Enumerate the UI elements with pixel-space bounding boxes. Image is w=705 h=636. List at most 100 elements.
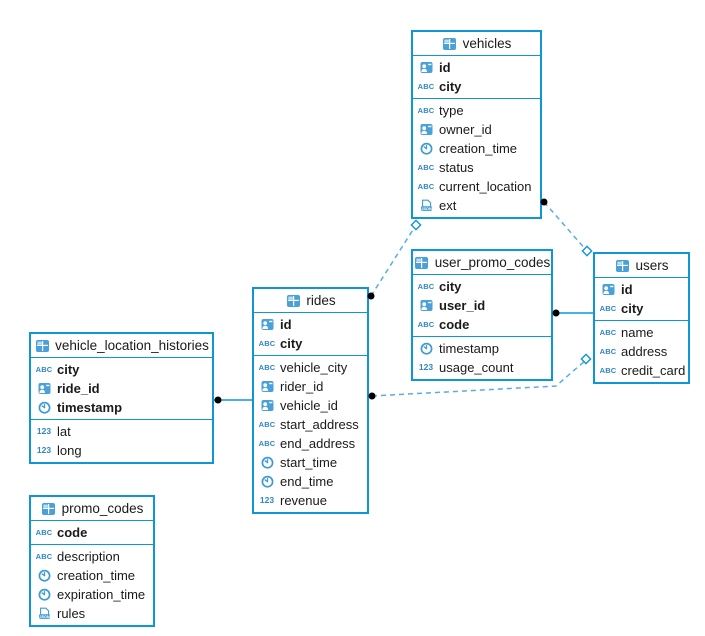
column-row-id[interactable]: id (254, 315, 367, 334)
column-name: city (439, 79, 462, 94)
column-row-vehicle_city[interactable]: ABC vehicle_city (254, 358, 367, 377)
column-name: rider_id (280, 379, 324, 394)
table-icon (414, 256, 430, 270)
column-name: owner_id (439, 122, 492, 137)
column-name: timestamp (57, 400, 123, 415)
clock-icon (418, 342, 434, 356)
column-row-start_time[interactable]: start_time (254, 453, 367, 472)
abc-text-icon: ABC (417, 181, 435, 191)
column-name: long (57, 443, 82, 458)
user-id-icon (418, 123, 434, 137)
column-name: end_address (280, 436, 356, 451)
clock-icon (36, 401, 52, 415)
column-row-id[interactable]: id (413, 58, 540, 77)
abc-text-icon: ABC (258, 419, 276, 429)
json-icon: JSON (418, 199, 434, 213)
column-name: id (621, 282, 633, 297)
user-id-icon (600, 283, 616, 297)
column-row-creation_time[interactable]: creation_time (31, 566, 153, 585)
abc-text-icon: ABC (599, 365, 617, 375)
column-row-timestamp[interactable]: timestamp (413, 339, 551, 358)
column-row-current_location[interactable]: ABC current_location (413, 177, 540, 196)
column-row-vehicle_id[interactable]: vehicle_id (254, 396, 367, 415)
relationship-line-vehicles-to-users (543, 201, 588, 252)
column-row-creation_time[interactable]: creation_time (413, 139, 540, 158)
column-name: lat (57, 424, 71, 439)
abc-text-icon: ABC (417, 162, 435, 172)
json-icon: JSON (36, 607, 52, 621)
table-header-rides[interactable]: rides (254, 289, 367, 313)
column-row-expiration_time[interactable]: expiration_time (31, 585, 153, 604)
column-name: usage_count (439, 360, 514, 375)
relationship-dot-vehicle_location_histories-to-rides (214, 396, 222, 404)
relationship-diamond-rides-to-users (580, 353, 592, 365)
table-header-users[interactable]: users (595, 254, 688, 278)
column-name: vehicle_city (280, 360, 348, 375)
column-row-code[interactable]: ABC code (413, 315, 551, 334)
column-name: start_time (280, 455, 338, 470)
column-row-end_time[interactable]: end_time (254, 472, 367, 491)
table-header-vehicles[interactable]: vehicles (413, 32, 540, 56)
column-name: name (621, 325, 654, 340)
abc-text-icon: ABC (417, 319, 435, 329)
column-row-id[interactable]: id (595, 280, 688, 299)
column-name: timestamp (439, 341, 499, 356)
table-icon (34, 339, 50, 353)
user-id-icon (418, 61, 434, 75)
clock-icon (259, 456, 275, 470)
column-name: revenue (280, 493, 327, 508)
column-name: code (439, 317, 470, 332)
column-row-user_id[interactable]: user_id (413, 296, 551, 315)
clock-icon (418, 142, 434, 156)
column-row-timestamp[interactable]: timestamp (31, 398, 212, 417)
table-name: users (635, 258, 669, 273)
column-row-ride_id[interactable]: ride_id (31, 379, 212, 398)
table-header-promo_codes[interactable]: promo_codes (31, 497, 153, 521)
relationship-diamond-vehicles-to-users (581, 245, 593, 257)
user-id-icon (418, 299, 434, 313)
table-icon (285, 294, 301, 308)
table-header-vehicle_location_histories[interactable]: vehicle_location_histories (31, 334, 212, 358)
column-row-owner_id[interactable]: owner_id (413, 120, 540, 139)
column-name: current_location (439, 179, 532, 194)
column-row-rider_id[interactable]: rider_id (254, 377, 367, 396)
table-header-user_promo_codes[interactable]: user_promo_codes (413, 251, 551, 275)
abc-text-icon: ABC (258, 362, 276, 372)
abc-text-icon: ABC (599, 303, 617, 313)
column-name: city (280, 336, 303, 351)
table-icon (41, 502, 57, 516)
user-id-icon (36, 382, 52, 396)
